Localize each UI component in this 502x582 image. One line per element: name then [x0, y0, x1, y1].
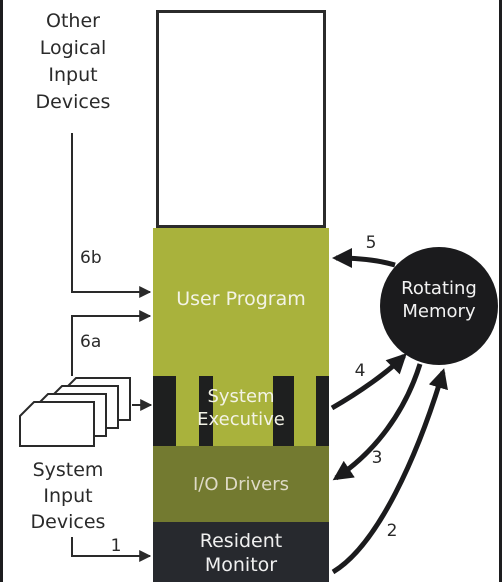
step-4-label: 4 — [354, 361, 366, 381]
arrow-3 — [332, 363, 423, 481]
arrow-1 — [71, 537, 152, 562]
rotating-memory-label: Rotating Memory — [380, 277, 498, 323]
left-border — [0, 0, 3, 582]
other-logical-input-devices-label: Other Logical Input Devices — [30, 8, 116, 116]
arrow-6b — [71, 133, 152, 298]
resident-monitor-block: Resident Monitor — [153, 522, 329, 582]
user-program-label: User Program — [176, 288, 306, 310]
resident-monitor-line2: Monitor — [204, 554, 278, 576]
card-stack-icon — [19, 377, 131, 447]
arrow-2 — [331, 368, 448, 575]
arrow-5 — [332, 248, 396, 269]
step-5-label: 5 — [365, 233, 377, 253]
step-6a-label: 6a — [80, 332, 102, 352]
system-executive-block: System Executive — [153, 376, 329, 446]
resident-monitor-line1: Resident — [199, 530, 283, 552]
system-input-devices-label: System Input Devices — [18, 457, 118, 535]
executive-stripe — [176, 376, 199, 446]
executive-stripe — [294, 376, 316, 446]
system-input-line2: Input — [43, 485, 93, 507]
other-logical-line4: Devices — [35, 91, 111, 113]
system-executive-label: System Executive — [153, 385, 329, 431]
system-executive-line2: Executive — [197, 409, 285, 430]
rotating-memory-line2: Memory — [402, 301, 476, 322]
rotating-memory-line1: Rotating — [401, 278, 477, 299]
step-2-label: 2 — [386, 521, 398, 541]
rotating-memory-disk: Rotating Memory — [380, 247, 498, 365]
step-6b-label: 6b — [80, 248, 102, 268]
resident-monitor-label: Resident Monitor — [153, 529, 329, 577]
io-drivers-label: I/O Drivers — [192, 474, 290, 495]
step-1-label: 1 — [110, 536, 122, 556]
system-input-line1: System — [32, 459, 104, 481]
free-memory-block — [156, 10, 326, 228]
user-program-block: User Program — [153, 228, 329, 376]
right-border — [499, 0, 502, 582]
other-logical-line1: Other — [46, 10, 100, 32]
arrow-6a — [71, 310, 152, 376]
arrow-4 — [330, 353, 407, 411]
io-drivers-block: I/O Drivers — [153, 446, 329, 522]
other-logical-line3: Input — [48, 64, 98, 86]
system-input-line3: Devices — [30, 511, 106, 533]
executive-stripe — [213, 376, 273, 446]
system-executive-line1: System — [207, 386, 275, 407]
other-logical-line2: Logical — [39, 37, 107, 59]
step-3-label: 3 — [371, 448, 383, 468]
